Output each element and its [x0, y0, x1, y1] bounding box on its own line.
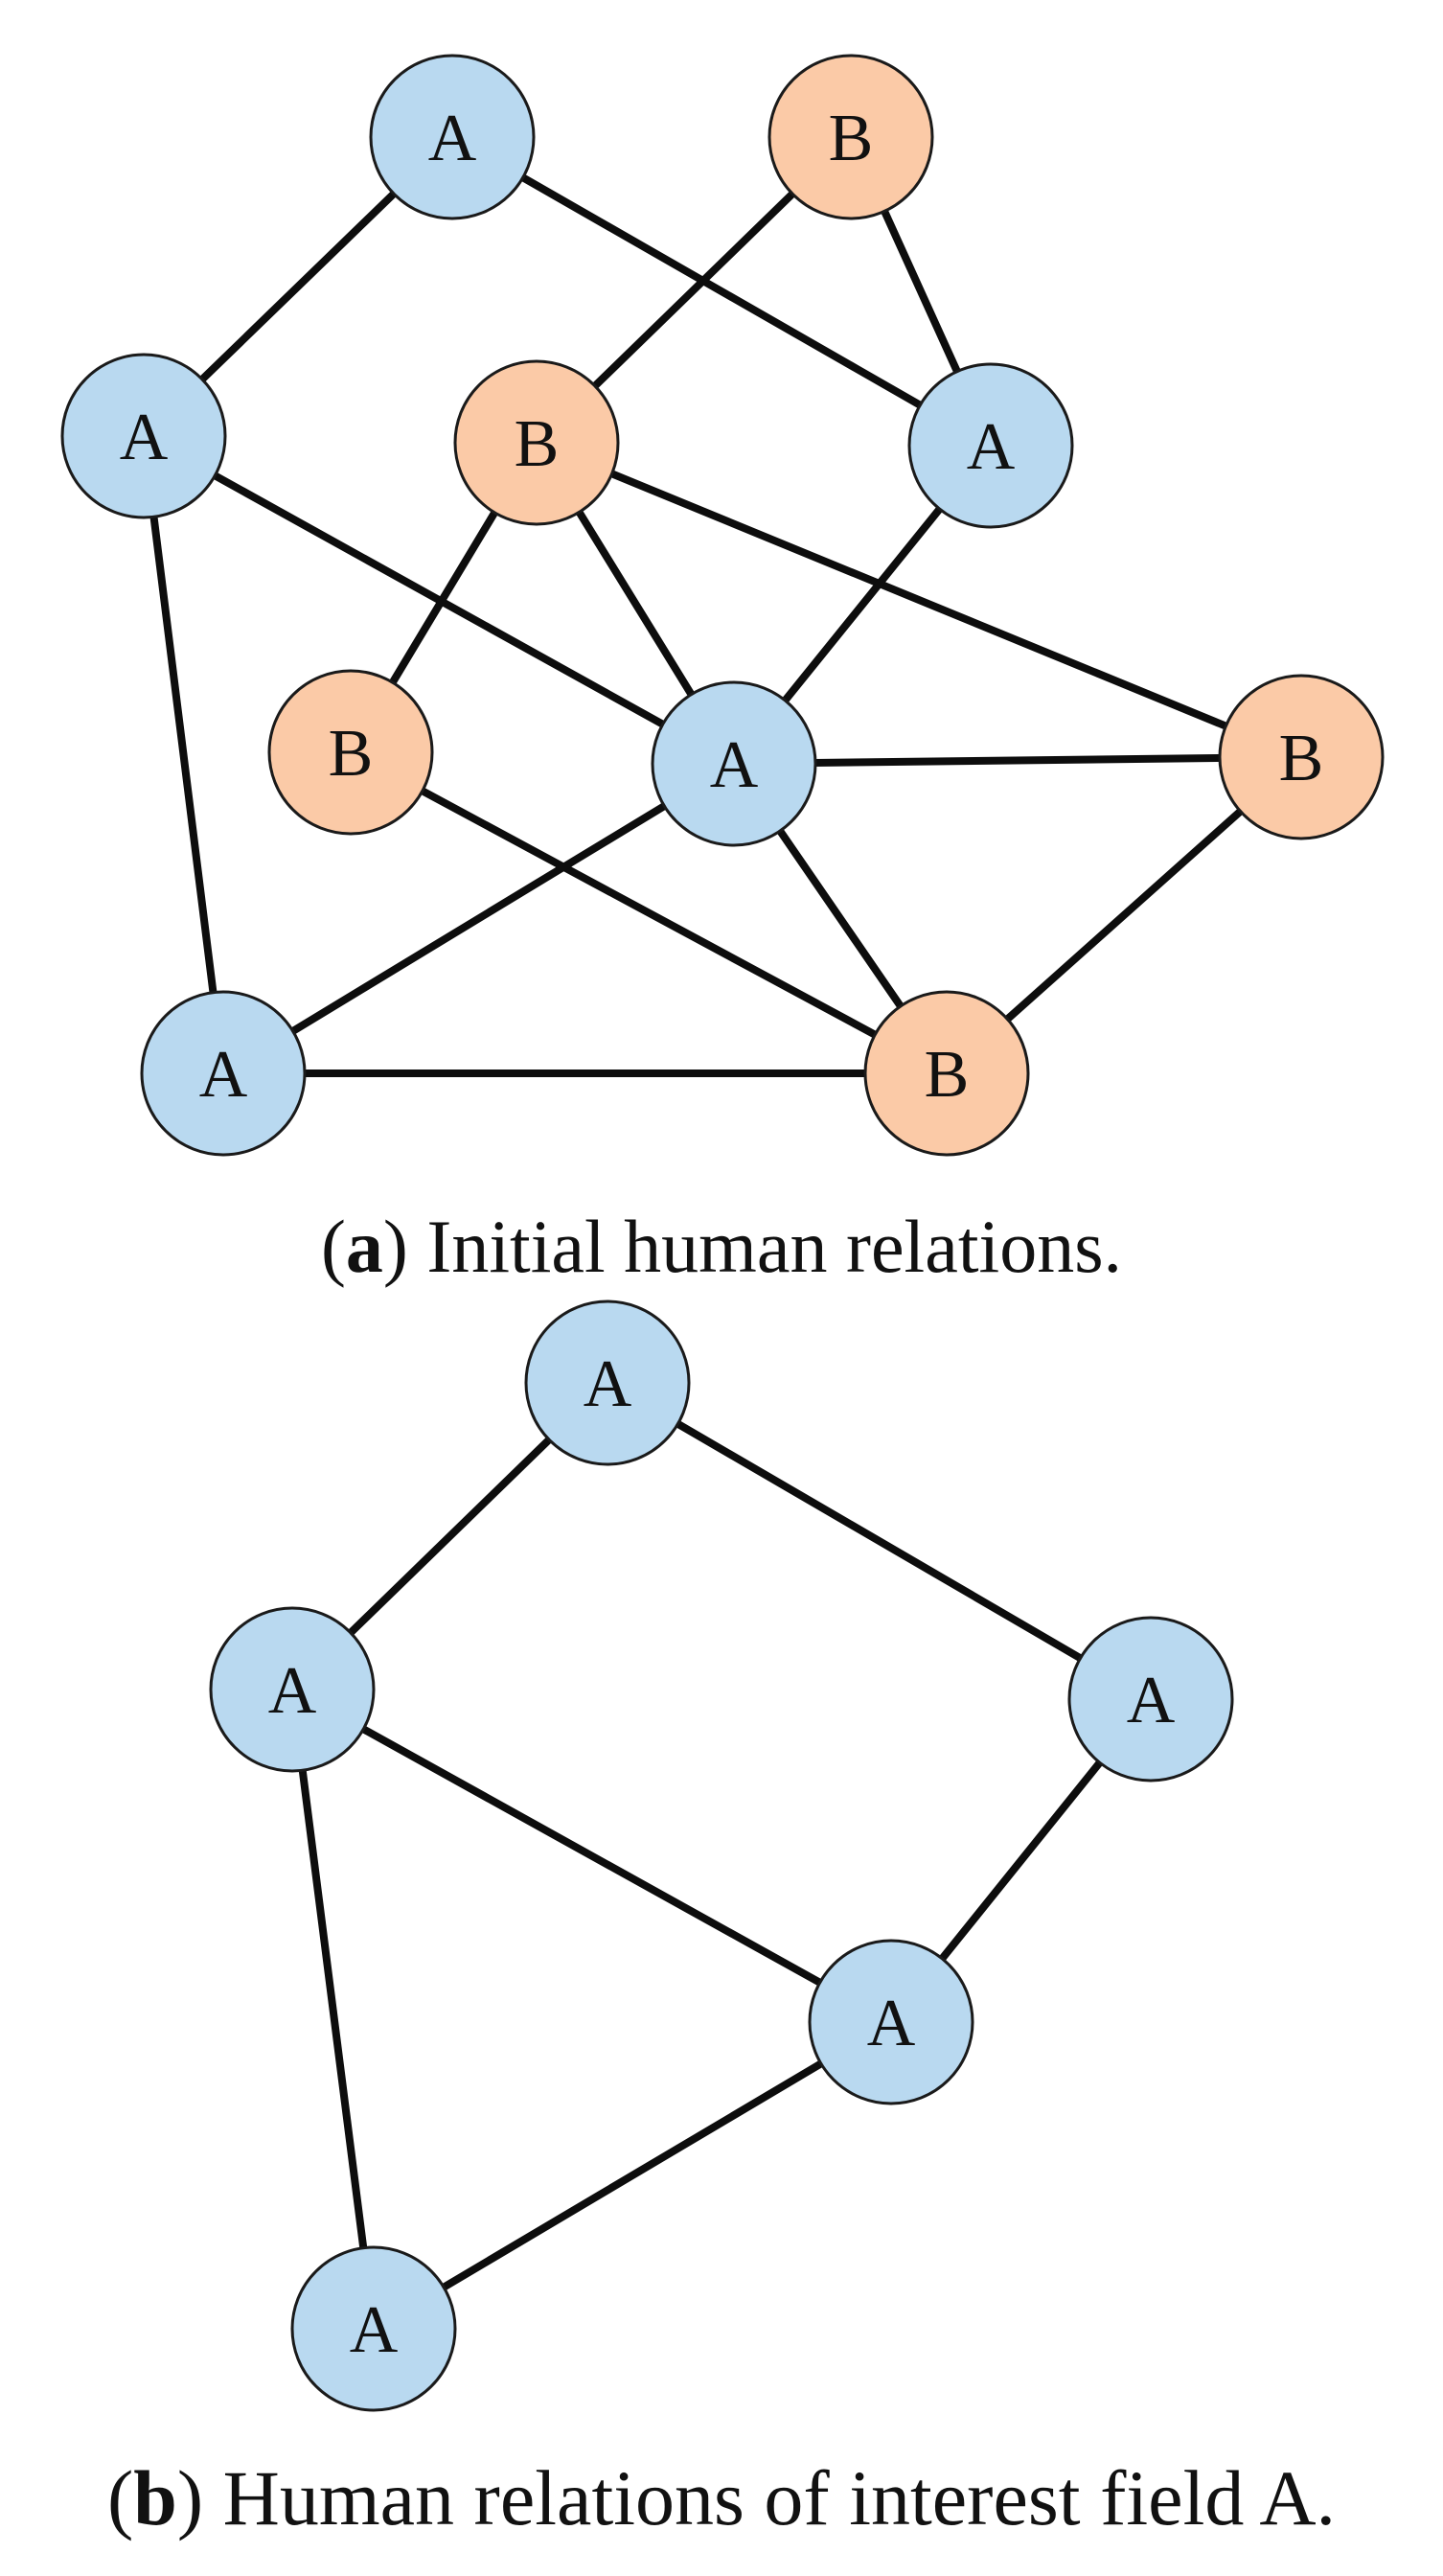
- panel-a-edge-a4-a5: [219, 760, 738, 1077]
- caption-a-open: (: [320, 1205, 346, 1288]
- panel-a-graph: A B A B A B A B A B: [60, 54, 1385, 1157]
- panel-b-node-a1: A: [524, 1300, 691, 1466]
- caption-a-text: ) Initial human relations.: [382, 1205, 1123, 1288]
- panel-a-node-a5: A: [140, 990, 307, 1157]
- panel-b-edge-a2-a4: [288, 1686, 895, 2026]
- caption-b-letter: b: [133, 2454, 177, 2542]
- panel-b-node-circle: [524, 1300, 691, 1466]
- panel-b-node-circle: [290, 2245, 457, 2412]
- panel-a-edge-b3-b5: [347, 748, 951, 1077]
- panel-b-nodes: A A A A A: [209, 1300, 1234, 2412]
- panel-a-node-label: B: [1279, 722, 1324, 795]
- panel-a-nodes: A B A B A B A B A B: [60, 54, 1385, 1157]
- panel-a-node-circle: [863, 990, 1030, 1157]
- panel-a-node-label: B: [515, 407, 560, 481]
- panel-a-node-a3: A: [907, 362, 1074, 529]
- panel-a-node-label: A: [967, 410, 1016, 484]
- panel-a-node-circle: [907, 362, 1074, 529]
- panel-a-node-label: A: [710, 728, 759, 802]
- caption-panel-a: (a) Initial human relations.: [0, 1209, 1443, 1284]
- caption-a-letter: a: [345, 1205, 383, 1288]
- caption-b-text: ) Human relations of interest field A.: [176, 2454, 1337, 2542]
- panel-b-node-circle: [1067, 1616, 1234, 1782]
- panel-b-edge-a4-a5: [370, 2018, 895, 2333]
- panel-a-node-label: A: [428, 102, 477, 175]
- panel-a-node-circle: [267, 669, 434, 836]
- panel-b-node-label: A: [867, 1987, 916, 2060]
- panel-b-edges: [288, 1379, 1155, 2333]
- panel-a-node-b3: B: [267, 669, 434, 836]
- panel-b-graph: A A A A A: [209, 1300, 1234, 2412]
- panel-b-node-a2: A: [209, 1606, 376, 1773]
- panel-b-node-circle: [808, 1939, 974, 2105]
- panel-a-node-a4: A: [651, 680, 817, 847]
- panel-a-edge-a1-a3: [448, 133, 995, 449]
- panel-a-edge-a4-b4: [730, 753, 1305, 768]
- panel-a-node-b1: B: [767, 54, 934, 220]
- panel-a-node-circle: [453, 359, 620, 526]
- panel-a-node-circle: [651, 680, 817, 847]
- caption-panel-b: (b) Human relations of interest field A.: [0, 2459, 1443, 2538]
- panel-b-node-label: A: [1127, 1664, 1176, 1737]
- panel-a-node-label: B: [329, 717, 374, 791]
- panel-a-node-circle: [140, 990, 307, 1157]
- panel-a-node-label: A: [120, 401, 169, 474]
- panel-a-node-circle: [1218, 674, 1385, 840]
- panel-b-node-a4: A: [808, 1939, 974, 2105]
- panel-a-node-b5: B: [863, 990, 1030, 1157]
- panel-a-edges: [140, 133, 1305, 1077]
- panel-b-node-a5: A: [290, 2245, 457, 2412]
- panel-a-edge-a2-a5: [140, 432, 227, 1077]
- panel-b-node-a3: A: [1067, 1616, 1234, 1782]
- panel-b-node-circle: [209, 1606, 376, 1773]
- panel-b-node-label: A: [268, 1654, 317, 1728]
- caption-b-open: (: [106, 2454, 134, 2542]
- panel-a-node-a2: A: [60, 353, 227, 519]
- panel-b-edge-a2-a5: [288, 1686, 378, 2333]
- panel-a-node-circle: [60, 353, 227, 519]
- panel-a-node-label: A: [199, 1038, 248, 1112]
- panel-a-node-circle: [369, 54, 536, 220]
- panel-b-edge-a1-a3: [604, 1379, 1155, 1703]
- panel-a-node-label: B: [925, 1038, 970, 1112]
- panel-a-node-label: B: [829, 102, 874, 175]
- panel-a-node-b2: B: [453, 359, 620, 526]
- panel-b-node-label: A: [350, 2293, 399, 2367]
- panel-b-node-label: A: [584, 1347, 632, 1421]
- panel-a-node-b4: B: [1218, 674, 1385, 840]
- panel-a-edge-b2-b4: [533, 439, 1305, 761]
- panel-a-node-circle: [767, 54, 934, 220]
- panel-a-node-a1: A: [369, 54, 536, 220]
